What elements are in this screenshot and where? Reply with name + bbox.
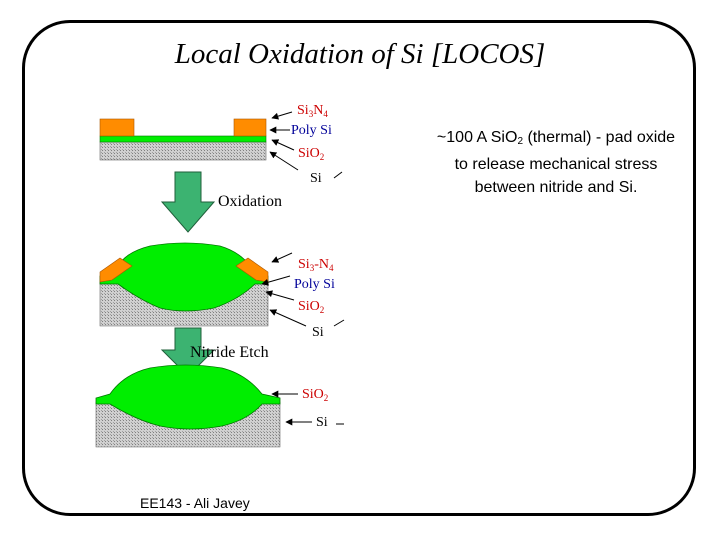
label-oxide-2: SiO2 (298, 299, 324, 315)
nitride-bird-beak-left (99, 257, 133, 283)
pad-oxide-note: ~100 A SiO2 (thermal) - pad oxide to rel… (412, 126, 700, 199)
oxidized-stack-diagram: Si3-N4 Poly Si SiO2 Si (99, 242, 345, 340)
label-nitride-1: Si3N4 (297, 103, 328, 119)
step-label-oxidation: Oxidation (218, 193, 282, 210)
label-oxide-1: SiO2 (298, 146, 324, 162)
arrow-poly-2 (261, 275, 291, 286)
nitride-block-right (233, 118, 267, 137)
label-oxide-3: SiO2 (302, 387, 328, 403)
nitride-bird-beak-right (235, 257, 269, 283)
slide-title: Local Oxidation of Si [LOCOS] (174, 38, 546, 70)
note-line3: between nitride and Si. (474, 179, 638, 196)
arrow-nitride-1 (271, 111, 293, 120)
label-poly-1: Poly Si (291, 123, 332, 138)
arrow-si-2 (269, 309, 307, 327)
label-si-3: Si (316, 415, 328, 430)
final-stack-diagram: SiO2 Si (95, 364, 344, 448)
label-nitride-2: Si3-N4 (298, 257, 334, 273)
field-oxide-final (95, 364, 281, 430)
label-si-2: Si (312, 325, 324, 340)
slide-frame (22, 20, 696, 516)
step-label-nitride-etch: Nitride Etch (190, 344, 269, 361)
arrow-nitride-2 (271, 252, 293, 263)
slide-footer: EE143 - Ali Javey (140, 495, 250, 511)
step-arrow-nitride-etch (160, 327, 216, 377)
arrow-oxide-2 (265, 290, 295, 301)
tick-si-1 (333, 171, 343, 179)
step-arrow-oxidation (160, 171, 216, 233)
tick-si-2 (333, 319, 345, 327)
arrow-si-1 (269, 151, 299, 171)
label-si-1: Si (310, 171, 322, 186)
note-line2: to release mechanical stress (454, 156, 658, 173)
label-poly-2: Poly Si (294, 277, 335, 292)
nitride-block-left (99, 118, 135, 137)
initial-stack-diagram: Si3N4 Poly Si SiO2 Si (99, 103, 343, 186)
si-substrate (99, 141, 267, 161)
note-line1: ~100 A SiO2 (thermal) - pad oxide (436, 129, 676, 147)
pad-oxide-layer (99, 135, 267, 143)
arrow-oxide-1 (271, 139, 295, 151)
